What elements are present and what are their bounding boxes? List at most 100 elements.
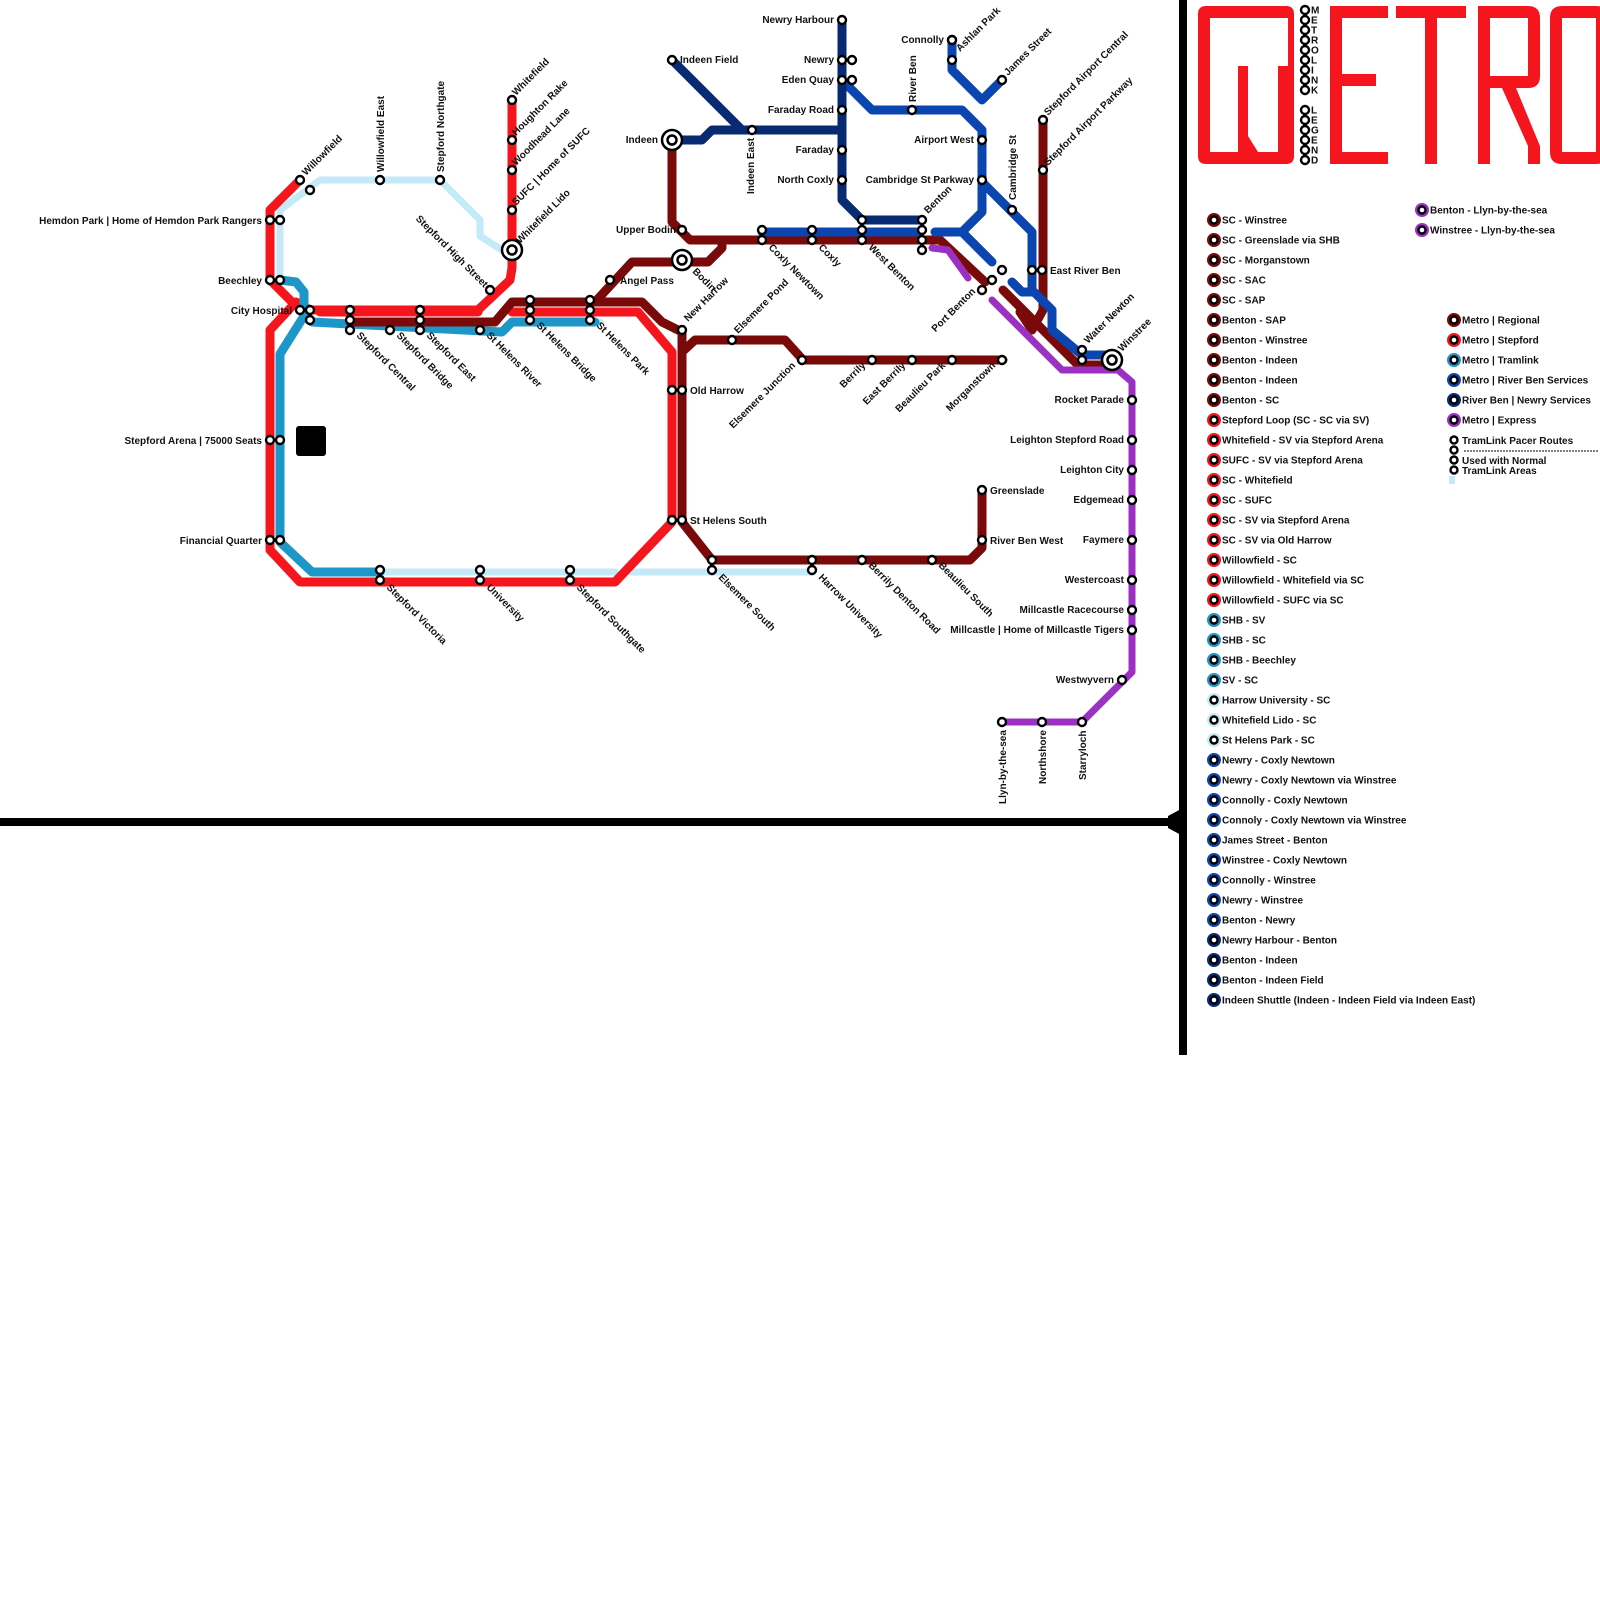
station-dot (476, 576, 484, 584)
legend-label: James Street - Benton (1222, 836, 1328, 847)
legend-label: Winstree - Llyn-by-the-sea (1430, 226, 1555, 237)
station-dot (346, 306, 354, 314)
station-millcastle[interactable]: Millcastle | Home of Millcastle Tigers (950, 625, 1136, 636)
station-label: University (484, 582, 526, 624)
station-label: Upper Bodin (616, 225, 676, 236)
legend-dot (1211, 837, 1218, 844)
station-upper-bodin[interactable]: Upper Bodin (616, 225, 686, 236)
station-dot (606, 276, 614, 284)
station-stepford-northgate[interactable]: Stepford Northgate (436, 80, 447, 184)
legend-dot (1211, 337, 1218, 344)
legend-route-item: Newry Harbour - Benton (1207, 933, 1337, 947)
station-label: Elsemere South (716, 572, 777, 633)
legend-dot (1211, 977, 1218, 984)
station-ashlan-park[interactable]: Ashlan Park (948, 5, 1003, 54)
station-leighton-city[interactable]: Leighton City (1060, 465, 1136, 476)
station-label: Stepford Northgate (436, 80, 447, 172)
station-indeen[interactable]: Indeen (626, 130, 682, 150)
legend-route-item: St Helens Park - SC (1207, 733, 1315, 747)
station-dot (1028, 266, 1036, 274)
station-label: Willowfield (300, 133, 345, 178)
station-north-coxly[interactable]: North Coxly (777, 175, 846, 186)
station-st-helens-river[interactable]: St Helens River (476, 326, 544, 390)
legend-route-item: Newry - Coxly Newtown via Winstree (1207, 773, 1397, 787)
legend-dot (1211, 957, 1218, 964)
legend-route-item: Benton - Indeen (1207, 353, 1298, 367)
station-indeen-east[interactable]: Indeen East (746, 126, 757, 194)
station-dot (838, 56, 846, 64)
station-label: Whitefield (510, 57, 552, 99)
station-label: City Hospital (231, 306, 292, 317)
interchange-core (668, 136, 677, 145)
station-northshore[interactable]: Northshore (1038, 718, 1049, 784)
station-dot (978, 286, 986, 294)
station-sufc[interactable]: SUFC | Home of SUFC (508, 126, 593, 214)
station-cambridge-st-parkway[interactable]: Cambridge St Parkway (866, 175, 986, 186)
station-llyn-by-the-sea[interactable]: Llyn-by-the-sea (998, 718, 1009, 804)
logo-letter-dot (1301, 56, 1309, 64)
station-willowfield-east[interactable]: Willowfield East (376, 95, 387, 184)
station-elsemere-pond[interactable]: Elsemere Pond (728, 277, 791, 344)
station-dot (266, 276, 274, 284)
logo-vertical-text: METROLINKLEGEND (1301, 6, 1319, 167)
station-elsemere-south[interactable]: Elsemere South (708, 556, 777, 634)
legend-label: SC - Whitefield (1222, 476, 1293, 487)
legend-label: Benton - SAP (1222, 316, 1286, 327)
station-dot (758, 226, 766, 234)
legend-label: Whitefield Lido - SC (1222, 716, 1316, 727)
station-rocket-parade[interactable]: Rocket Parade (1055, 395, 1136, 406)
station-woodhead-lane[interactable]: Woodhead Lane (508, 106, 573, 174)
legend-dot (1211, 857, 1218, 864)
station-label: St Helens South (690, 516, 767, 527)
station-stepford-arena[interactable]: Stepford Arena | 75000 Seats (125, 436, 285, 447)
legend-service-item: River Ben | Newry Services (1447, 393, 1591, 407)
station-airport-west[interactable]: Airport West (914, 135, 986, 146)
legend-dot (1451, 447, 1458, 454)
station-faymere[interactable]: Faymere (1083, 535, 1136, 546)
legend-dot (1211, 217, 1218, 224)
station-greenslade[interactable]: Greenslade (978, 486, 1045, 497)
station-dot (908, 356, 916, 364)
station-leighton-stepford-road[interactable]: Leighton Stepford Road (1010, 435, 1136, 446)
station-james-street[interactable]: James Street (998, 26, 1055, 84)
legend-dot (1211, 677, 1218, 684)
legend-label: Whitefield - SV via Stepford Arena (1222, 436, 1384, 447)
station-dot (1118, 676, 1126, 684)
station-dot (526, 316, 534, 324)
station-layer: Willowfield Willowfield East Stepford Nort… (39, 5, 1154, 804)
station-westercoast[interactable]: Westercoast (1065, 575, 1136, 586)
station-dot (1128, 436, 1136, 444)
station-millcastle-racecourse[interactable]: Millcastle Racecourse (1020, 605, 1137, 616)
station-starryloch[interactable]: Starryloch (1078, 718, 1089, 780)
station-dot (858, 216, 866, 224)
station-beaulieu-south[interactable]: Beaulieu South (928, 556, 995, 620)
station-dot (908, 106, 916, 114)
station-dot (838, 176, 846, 184)
station-dot (858, 556, 866, 564)
legend-dot (1211, 277, 1218, 284)
legend-dot (1211, 817, 1218, 824)
station-dot (1078, 356, 1086, 364)
station-edgemead[interactable]: Edgemead (1073, 495, 1136, 506)
legend-route-item: SC - SAC (1207, 273, 1266, 287)
station-newry[interactable]: Newry (804, 55, 856, 66)
station-river-ben-west[interactable]: River Ben West (978, 536, 1064, 547)
station-stepford-airport-central[interactable]: Stepford Airport Central (1039, 30, 1131, 124)
station-stepford-airport-parkway[interactable]: Stepford Airport Parkway (1039, 75, 1135, 174)
station-willowfield[interactable]: Willowfield (296, 133, 345, 194)
legend-route-item: Connolly - Winstree (1207, 873, 1316, 887)
legend-route-item: SC - SUFC (1207, 493, 1272, 507)
logo-letter-dot (1301, 116, 1309, 124)
station-newry-harbour[interactable]: Newry Harbour (762, 15, 846, 26)
station-dot (346, 316, 354, 324)
station-river-ben[interactable]: River Ben (908, 55, 919, 114)
station-label: Stepford East (424, 330, 478, 384)
station-hemdon-park[interactable]: Hemdon Park | Home of Hemdon Park Ranger… (39, 216, 284, 227)
station-dot (678, 226, 686, 234)
legend-route-item: Benton - Newry (1207, 913, 1296, 927)
station-cambridge-st[interactable]: Cambridge St (1008, 134, 1019, 214)
station-faraday-road[interactable]: Faraday Road (768, 105, 846, 116)
station-dot (306, 316, 314, 324)
legend-label: SHB - Beechley (1222, 656, 1296, 667)
legend-route-item: Newry - Coxly Newtown (1207, 753, 1335, 767)
